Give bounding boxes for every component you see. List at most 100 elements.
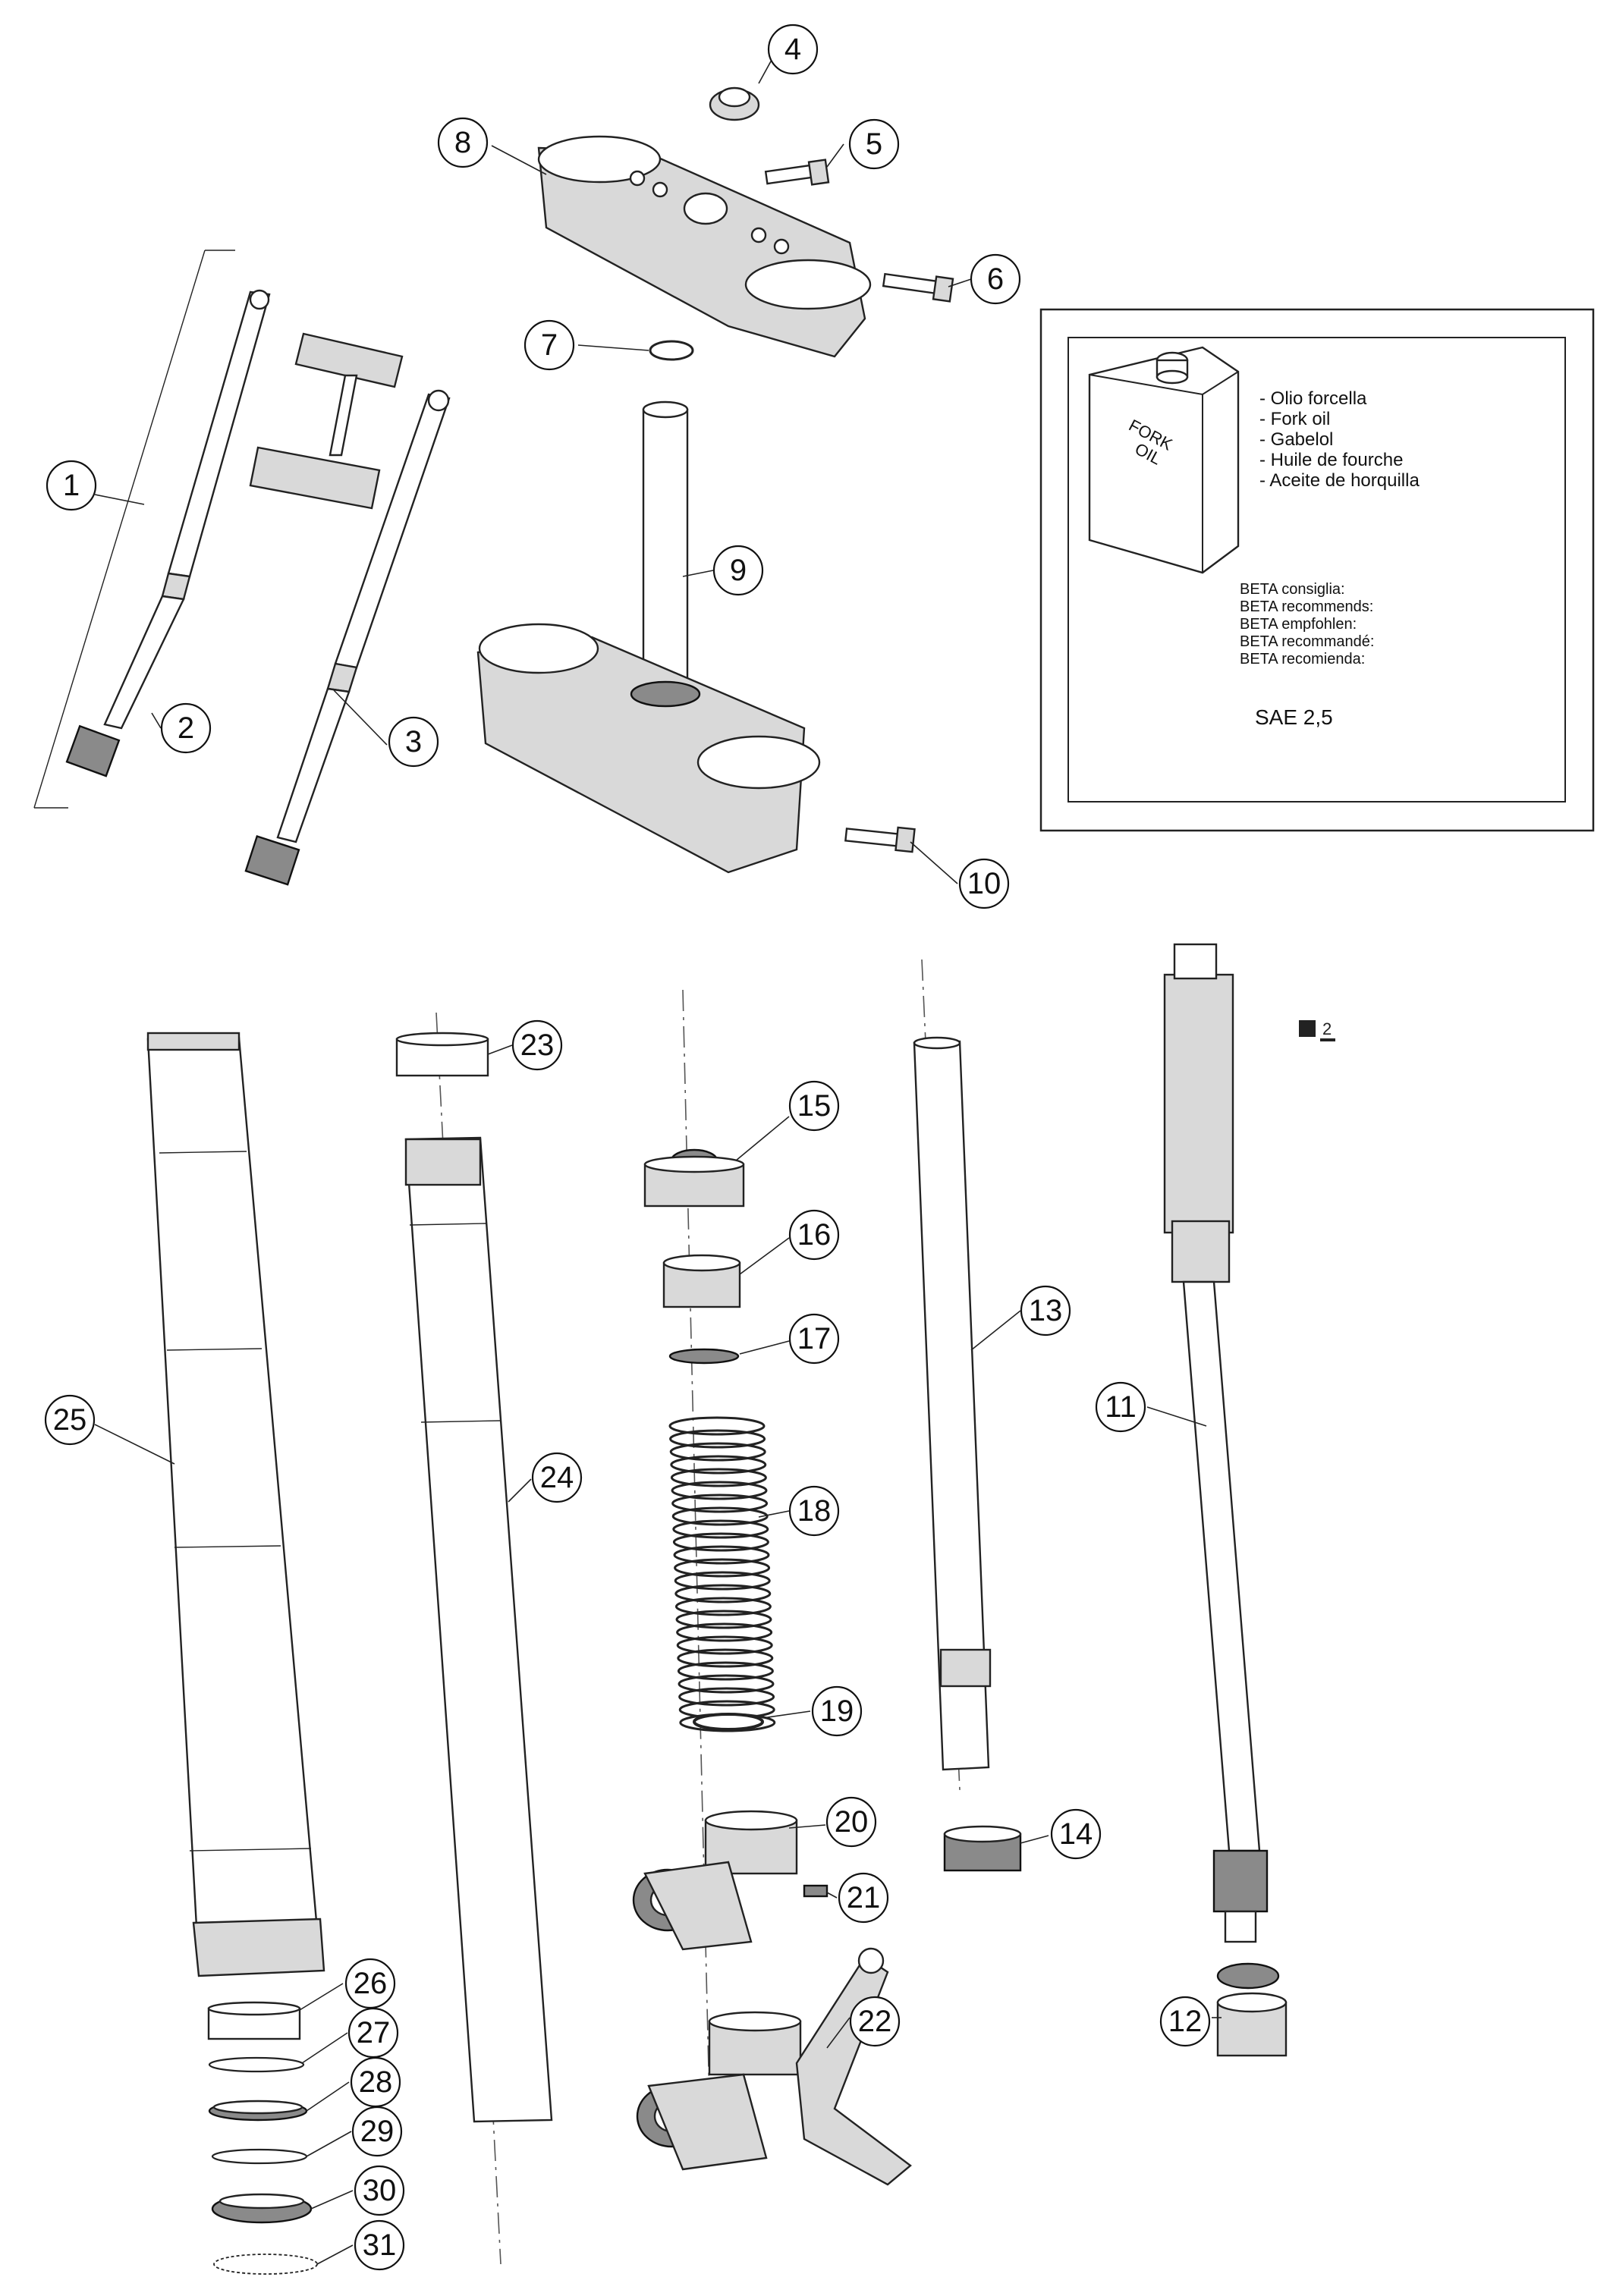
svg-text:27: 27: [357, 2016, 391, 2049]
callout-30: 30: [354, 2165, 405, 2216]
triple-clamp-thumbnail: [249, 332, 404, 510]
bushing-26: [207, 2001, 301, 2040]
spring-coil: [671, 1481, 768, 1500]
spring-coil: [677, 1648, 774, 1668]
spring-coil: [669, 1429, 766, 1449]
seal-28: [208, 2100, 308, 2122]
callout-9: 9: [712, 545, 764, 596]
recommends-it: BETA consiglia:: [1240, 581, 1345, 598]
callout-1: 1: [46, 460, 97, 511]
spring-coil: [678, 1674, 775, 1694]
dust-seal-30: [211, 2193, 313, 2224]
spring-coil: [674, 1571, 771, 1591]
svg-text:23: 23: [520, 1029, 555, 1062]
oil-grade: SAE 2,5: [1255, 705, 1333, 729]
callout-6: 6: [970, 253, 1021, 305]
fork-oil-info-box: FORK OIL - Olio forcella - Fork oil - Ga…: [1039, 308, 1595, 832]
oil-name-es: - Aceite de horquilla: [1259, 470, 1420, 491]
svg-text:16: 16: [797, 1218, 832, 1252]
fork-leg-left: [65, 289, 271, 777]
svg-text:13: 13: [1029, 1294, 1063, 1327]
bolt-6: [882, 272, 954, 303]
spring-18: [668, 1416, 776, 1732]
callout-4: 4: [767, 24, 819, 75]
svg-text:5: 5: [866, 127, 882, 161]
callout-27: 27: [347, 2007, 399, 2059]
callout-15: 15: [788, 1080, 840, 1132]
steering-nut: [709, 86, 760, 121]
svg-text:29: 29: [360, 2115, 395, 2148]
inner-tube-13: [913, 1036, 992, 1771]
callout-21: 21: [838, 1872, 889, 1924]
spring-coil: [676, 1635, 773, 1655]
spring-coil: [669, 1442, 766, 1462]
svg-text:15: 15: [797, 1089, 832, 1123]
oil-name-en: - Fork oil: [1259, 409, 1330, 429]
o-ring: [649, 340, 694, 361]
piston-15: [643, 1148, 745, 1208]
oil-name-it: - Olio forcella: [1259, 388, 1367, 409]
spring-coil: [674, 1597, 772, 1616]
spring-coil: [675, 1610, 772, 1629]
callout-31: 31: [354, 2219, 405, 2271]
fork-leg-right: [244, 389, 451, 886]
svg-text:18: 18: [797, 1494, 832, 1528]
svg-text:28: 28: [359, 2065, 393, 2099]
callout-29: 29: [351, 2106, 403, 2157]
callout-19: 19: [811, 1685, 863, 1737]
washer-19: [693, 1713, 764, 1731]
spring-coil: [674, 1558, 771, 1578]
clip-29: [211, 2148, 308, 2165]
spring-coil: [677, 1661, 774, 1681]
callout-2: 2: [160, 702, 212, 754]
callout-22: 22: [849, 1996, 901, 2047]
bolt-5: [764, 159, 830, 186]
oil-box-frame: [1039, 308, 1595, 832]
callout-11: 11: [1095, 1381, 1146, 1433]
callout-8: 8: [437, 117, 489, 168]
spring-coil: [678, 1687, 775, 1707]
oil-name-fr: - Huile de fourche: [1259, 450, 1403, 470]
axle-holder-20: [632, 1810, 798, 1951]
leader-lines: [94, 52, 1222, 2265]
bushing-14: [943, 1825, 1022, 1872]
spring-coil: [671, 1506, 769, 1526]
spring-coil: [670, 1455, 767, 1475]
callout-3: 3: [388, 716, 439, 768]
svg-text:2: 2: [1322, 1019, 1332, 1038]
spring-coil: [676, 1622, 773, 1642]
tech-info-icon: 2: [1299, 1019, 1335, 1041]
svg-text:6: 6: [987, 262, 1004, 296]
inner-tube: [404, 1136, 553, 2123]
svg-text:22: 22: [858, 2005, 892, 2038]
callout-17: 17: [788, 1313, 840, 1365]
spring-coil: [674, 1584, 772, 1603]
callout-12: 12: [1159, 1996, 1211, 2047]
screw-21: [803, 1884, 829, 1898]
svg-text:4: 4: [784, 33, 801, 66]
svg-text:31: 31: [363, 2228, 397, 2262]
spring-coil: [673, 1545, 770, 1565]
svg-text:9: 9: [730, 554, 747, 587]
fork-assembly-group-bracket: [33, 250, 235, 809]
spring-coil: [670, 1468, 767, 1487]
spring-coil: [672, 1519, 769, 1539]
svg-text:14: 14: [1059, 1817, 1093, 1851]
callout-10: 10: [958, 858, 1010, 909]
svg-text:7: 7: [541, 328, 558, 362]
callout-5: 5: [848, 118, 900, 170]
svg-text:1: 1: [63, 469, 80, 502]
recommends-de: BETA empfohlen:: [1240, 616, 1357, 633]
bushing-23: [395, 1032, 489, 1077]
base-valve-12: [1216, 1962, 1288, 2057]
svg-text:20: 20: [835, 1805, 869, 1839]
axle-holder-22: [636, 1947, 912, 2186]
svg-text:19: 19: [820, 1695, 854, 1728]
svg-text:8: 8: [454, 126, 471, 159]
bolt-10: [844, 826, 916, 853]
callout-25: 25: [44, 1394, 96, 1446]
callout-20: 20: [825, 1796, 877, 1848]
spring-coil: [668, 1416, 766, 1436]
svg-text:2: 2: [178, 711, 194, 745]
